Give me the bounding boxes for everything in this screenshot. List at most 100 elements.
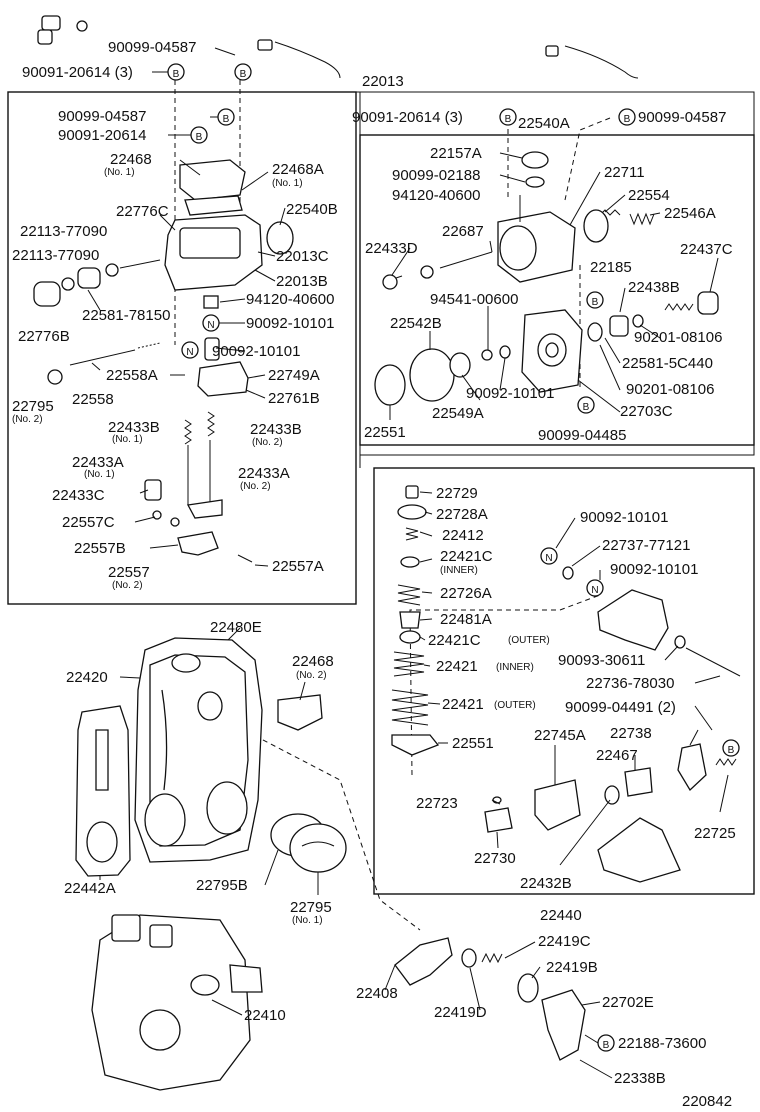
part-label: 22433A <box>72 454 124 471</box>
svg-text:B: B <box>196 132 203 143</box>
part-label: 22421C <box>428 632 481 649</box>
diagram-number: 220842 <box>682 1093 732 1110</box>
sub-label: (No. 2) <box>12 414 43 425</box>
part-label: 22113-77090 <box>20 223 107 240</box>
part-label: 90091-20614 <box>58 127 146 144</box>
part-label: 22468 <box>292 653 334 670</box>
sub-label: (No. 1) <box>84 469 115 480</box>
part-label: 22185 <box>590 259 632 276</box>
part-label: 22581-5C440 <box>622 355 713 372</box>
part-label: 22558A <box>106 367 158 384</box>
part-label: 22013C <box>276 248 329 265</box>
sub-labels: (No. 1) (No. 1) (No. 2) (No. 1) (No. 2) … <box>12 167 550 926</box>
marker-b-icon: B <box>597 1034 615 1052</box>
part-label: 22419D <box>434 1004 487 1021</box>
part-label: 22013 <box>362 73 404 90</box>
part-label: 22480E <box>210 619 262 636</box>
svg-text:B: B <box>173 69 180 80</box>
part-label: 22432B <box>520 875 572 892</box>
part-label: 22113-77090 <box>12 247 99 264</box>
sub-label: (No. 1) <box>292 915 323 926</box>
fuel-cutoff-parts <box>382 151 576 290</box>
marker-b-icon: B <box>167 63 185 81</box>
marker-n-icon: N <box>586 579 604 597</box>
part-label: 22408 <box>356 985 398 1002</box>
svg-text:N: N <box>545 553 552 564</box>
part-label: 22467 <box>596 747 638 764</box>
part-label: 22438B <box>628 279 680 296</box>
sub-label: (INNER) <box>496 662 534 673</box>
top-loose-parts <box>37 15 639 79</box>
svg-text:N: N <box>591 585 598 596</box>
assembled-injection-pump <box>91 914 263 1091</box>
part-label: 22433B <box>250 421 302 438</box>
part-label: 22723 <box>416 795 458 812</box>
plug-22795 <box>270 813 347 873</box>
part-label: 22433C <box>52 487 105 504</box>
marker-b-icon: B <box>190 126 208 144</box>
part-label: 22419B <box>546 959 598 976</box>
part-label: 22557A <box>272 558 324 575</box>
part-label: 90201-08106 <box>626 381 714 398</box>
part-label: 22546A <box>664 205 716 222</box>
leader-lines <box>87 47 729 1079</box>
part-label: 90093-30611 <box>558 652 645 669</box>
part-label: 22540A <box>518 115 570 132</box>
part-label: 90099-04485 <box>538 427 626 444</box>
part-label: 90091-20614 (3) <box>22 64 133 81</box>
o-ring-22540B <box>266 221 294 255</box>
pump-housing-22420 <box>134 637 263 863</box>
part-label: 22726A <box>440 585 492 602</box>
part-label: 22737-77121 <box>602 537 690 554</box>
part-label: 22738 <box>610 725 652 742</box>
part-label: 22433D <box>365 240 418 257</box>
part-label: 22730 <box>474 850 516 867</box>
sub-label: (No. 2) <box>296 670 327 681</box>
part-label: 90091-20614 (3) <box>352 109 463 126</box>
part-label: 22188-73600 <box>618 1035 706 1052</box>
gasket-22442A <box>75 705 131 877</box>
part-label: 22542B <box>390 315 442 332</box>
part-label: 22468A <box>272 161 324 178</box>
marker-b-icon: B <box>499 108 517 126</box>
part-label: 22410 <box>244 1007 286 1024</box>
sub-label: (No. 2) <box>112 580 143 591</box>
svg-text:B: B <box>624 114 631 125</box>
part-label: 22687 <box>442 223 484 240</box>
part-label: 22419C <box>538 933 591 950</box>
part-label: 22442A <box>64 880 116 897</box>
cover-plate-22703C <box>521 309 583 393</box>
part-label: 22157A <box>430 145 482 162</box>
part-label: 90099-04587 <box>638 109 726 126</box>
sub-label: (No. 2) <box>240 481 271 492</box>
shaft-and-seals <box>394 937 586 1061</box>
marker-b-icon: B <box>217 108 235 126</box>
svg-text:N: N <box>186 347 193 358</box>
part-label: 22421C <box>440 548 493 565</box>
sub-label: (No. 1) <box>104 167 135 178</box>
part-label: 22551 <box>452 735 494 752</box>
marker-b-icon: B <box>722 739 740 757</box>
part-label: 22013B <box>276 273 328 290</box>
part-label: 22540B <box>286 201 338 218</box>
part-label: 22702E <box>602 994 654 1011</box>
sub-label: (No. 1) <box>112 434 143 445</box>
dashed-guide <box>214 714 421 931</box>
part-label: 90092-10101 <box>610 561 698 578</box>
part-label: 22437C <box>680 241 733 258</box>
dashed-guide <box>409 594 601 776</box>
sub-label: (OUTER) <box>494 700 536 711</box>
marker-b-icon: B <box>586 291 604 309</box>
part-label: 22420 <box>66 669 108 686</box>
part-label: 22776B <box>18 328 70 345</box>
part-label: 90201-08106 <box>634 329 722 346</box>
spring-stack <box>391 485 440 756</box>
part-label: 94120-40600 <box>392 187 480 204</box>
part-label: 22338B <box>614 1070 666 1087</box>
marker-b-icon: B <box>618 108 636 126</box>
adjusting-screw-parts <box>33 259 161 307</box>
part-label: 22433B <box>108 419 160 436</box>
diaphragm-spring-parts <box>583 209 719 342</box>
part-label: 90092-10101 <box>246 315 334 332</box>
